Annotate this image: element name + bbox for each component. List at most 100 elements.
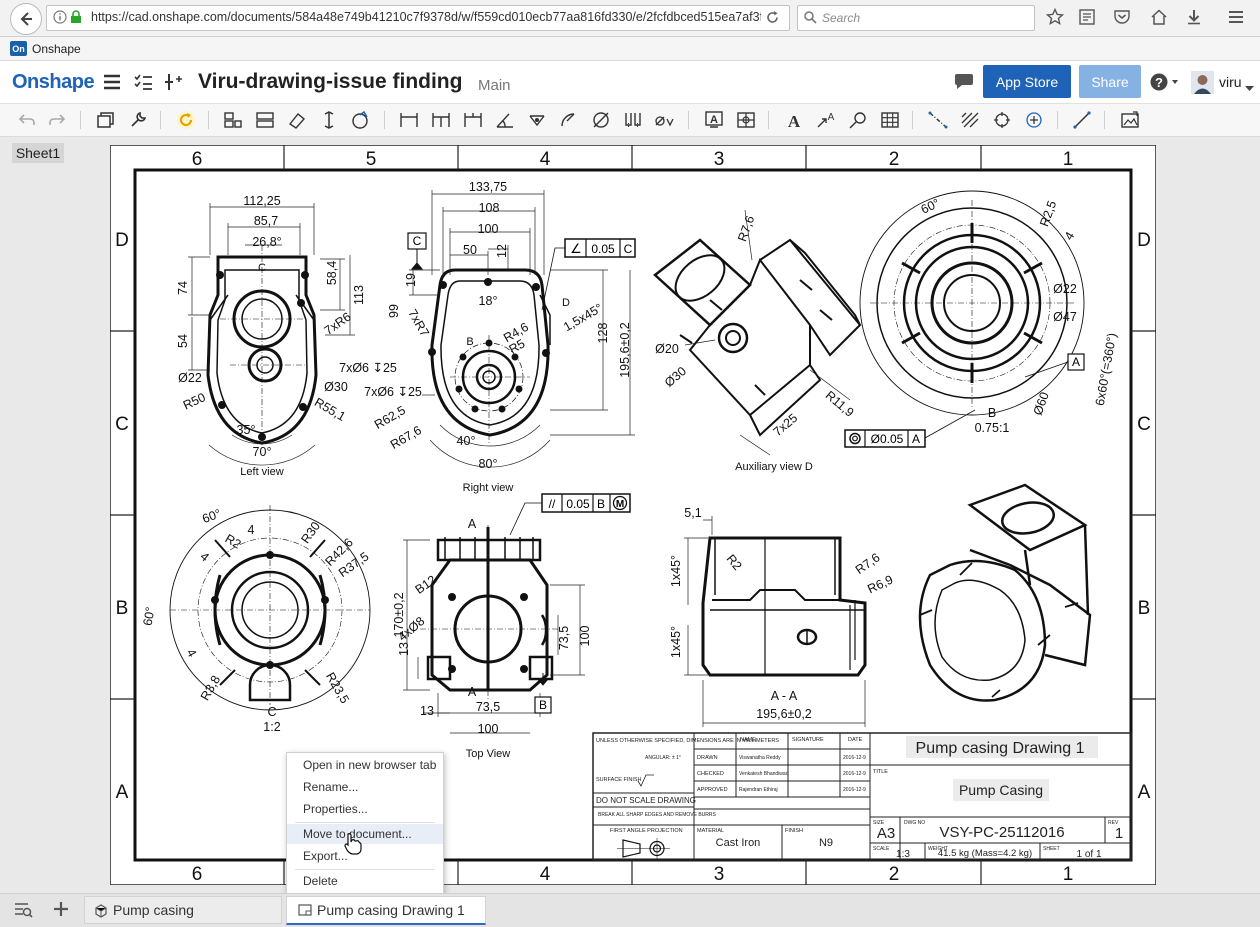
tab-part-studio[interactable]: Pump casing xyxy=(84,896,282,924)
table-icon[interactable] xyxy=(879,109,901,131)
top-view[interactable] xyxy=(420,525,560,700)
menu-delete[interactable]: Delete xyxy=(303,874,338,888)
dim-text[interactable]: 1x45° xyxy=(669,626,683,658)
view-label-left[interactable]: Left view xyxy=(240,466,283,478)
sheet-properties-icon[interactable] xyxy=(95,109,117,131)
menu-rename[interactable]: Rename... xyxy=(303,780,359,794)
onshape-logo[interactable]: Onshape xyxy=(12,71,95,93)
chevron-down-icon[interactable] xyxy=(1245,79,1254,97)
balloon-icon[interactable] xyxy=(847,109,869,131)
comments-icon[interactable] xyxy=(953,73,975,96)
dim-text[interactable]: Ø20 xyxy=(655,342,679,356)
tab-manager-icon[interactable] xyxy=(14,902,34,923)
dim-text[interactable]: 18° xyxy=(479,294,498,308)
user-menu[interactable]: viru xyxy=(1219,74,1242,90)
workspace-name[interactable]: Main xyxy=(478,77,511,94)
downloads-icon[interactable] xyxy=(1184,7,1204,27)
dim-text[interactable]: 19 xyxy=(404,273,418,287)
detail-view-icon[interactable] xyxy=(350,109,372,131)
dim-text[interactable]: 5,1 xyxy=(684,506,701,520)
dim-text[interactable]: 58,4 xyxy=(325,261,339,285)
dim-text[interactable]: 195,6±0,2 xyxy=(618,322,632,378)
dim-text[interactable]: 13 xyxy=(397,642,411,656)
dim-text[interactable]: 12 xyxy=(495,244,509,258)
dim-text[interactable]: 128 xyxy=(596,323,610,344)
diameter-text-icon[interactable] xyxy=(654,109,676,131)
dim-text[interactable]: 35° xyxy=(237,423,256,437)
title-block[interactable] xyxy=(592,732,1132,861)
view-label-auxiliary[interactable]: Auxiliary view D xyxy=(735,461,813,473)
datum-a-detail[interactable]: A xyxy=(1024,353,1085,378)
right-view[interactable] xyxy=(428,268,551,445)
angular-dimension-icon[interactable] xyxy=(494,109,516,131)
dim-text[interactable]: 113 xyxy=(352,285,366,305)
diameter-dimension-icon[interactable] xyxy=(590,109,612,131)
insert-icon[interactable] xyxy=(163,73,183,96)
gdt-frame-angularity[interactable]: ∠ 0.05 C xyxy=(541,238,636,311)
update-icon[interactable] xyxy=(175,109,197,131)
dim-text[interactable]: 7xØ6 ↧25 xyxy=(364,385,422,399)
dim-text[interactable]: 74 xyxy=(176,281,190,295)
dim-text[interactable]: 112,25 xyxy=(243,194,280,208)
center-mark-icon[interactable] xyxy=(991,109,1013,131)
datum-c[interactable]: C xyxy=(407,232,427,270)
dim-text[interactable]: 70° xyxy=(253,445,272,459)
dim-text[interactable]: 100 xyxy=(578,626,592,647)
document-menu-icon[interactable] xyxy=(103,74,121,95)
dim-text[interactable]: 4 xyxy=(248,523,255,537)
home-icon[interactable] xyxy=(1149,7,1169,27)
auxiliary-view[interactable] xyxy=(653,238,862,437)
dim-text[interactable]: 73,5 xyxy=(557,626,571,650)
sheet-tab[interactable]: Sheet1 xyxy=(12,143,64,163)
auxiliary-view-icon[interactable] xyxy=(286,109,308,131)
wrench-icon[interactable] xyxy=(127,109,149,131)
app-store-button[interactable]: App Store xyxy=(983,65,1071,98)
dim-text[interactable]: 13 xyxy=(420,704,434,718)
datum-b[interactable]: B xyxy=(534,673,552,714)
datum-icon[interactable] xyxy=(735,109,757,131)
detail-view-c[interactable] xyxy=(169,505,371,711)
dim-text[interactable]: Ø22 xyxy=(178,371,202,385)
callout-icon[interactable]: A xyxy=(815,109,837,131)
geometric-tolerance-icon[interactable]: A xyxy=(703,109,725,131)
insert-view-icon[interactable] xyxy=(222,109,244,131)
menu-export[interactable]: Export... xyxy=(303,849,348,863)
menu-open-new-tab[interactable]: Open in new browser tab xyxy=(303,758,437,772)
dim-text[interactable]: 99 xyxy=(387,304,401,318)
dim-text[interactable]: R5 xyxy=(507,336,528,356)
bookmark-onshape[interactable]: Onshape xyxy=(32,42,81,56)
projected-view-icon[interactable] xyxy=(254,109,276,131)
tab-drawing[interactable]: Pump casing Drawing 1 xyxy=(286,896,486,925)
pocket-icon[interactable] xyxy=(1112,7,1132,27)
detail-view-b[interactable] xyxy=(859,190,1085,416)
dim-text[interactable]: 108 xyxy=(479,201,500,215)
section-view-aa[interactable] xyxy=(701,536,867,677)
isometric-view[interactable] xyxy=(918,483,1092,702)
dim-text[interactable]: 60° xyxy=(141,606,158,627)
note-text-icon[interactable]: A xyxy=(783,109,805,131)
dim-text[interactable]: Ø22 xyxy=(1053,282,1077,296)
circular-centerline-icon[interactable] xyxy=(1023,109,1045,131)
dim-text[interactable]: 54 xyxy=(176,334,190,348)
gdt-frame-concentricity[interactable]: Ø0.05 A xyxy=(844,409,976,448)
undo-icon[interactable] xyxy=(16,109,38,131)
line-sketch-icon[interactable] xyxy=(1071,109,1093,131)
linear-dimension-icon[interactable] xyxy=(398,109,420,131)
dim-text[interactable]: 60° xyxy=(200,506,223,526)
dim-text[interactable]: Ø30 xyxy=(324,380,348,394)
left-view[interactable] xyxy=(206,245,318,445)
dim-text[interactable]: Ø47 xyxy=(1053,310,1077,324)
dim-text[interactable]: 7xØ6 ↧25 xyxy=(339,361,397,375)
dim-text[interactable]: 26,8° xyxy=(252,235,281,249)
dim-text[interactable]: 100 xyxy=(478,722,499,736)
bookmark-star-icon[interactable] xyxy=(1045,7,1065,27)
dim-text[interactable]: 170±0,2 xyxy=(392,592,406,637)
share-button[interactable]: Share xyxy=(1079,65,1141,98)
dim-text[interactable]: 73,5 xyxy=(476,700,500,714)
menu-properties[interactable]: Properties... xyxy=(303,802,368,816)
add-tab-icon[interactable] xyxy=(53,901,69,922)
dim-text[interactable]: 50 xyxy=(463,243,477,257)
view-label-right[interactable]: Right view xyxy=(463,482,514,494)
chain-dimension-icon[interactable] xyxy=(462,109,484,131)
hatch-icon[interactable] xyxy=(959,109,981,131)
